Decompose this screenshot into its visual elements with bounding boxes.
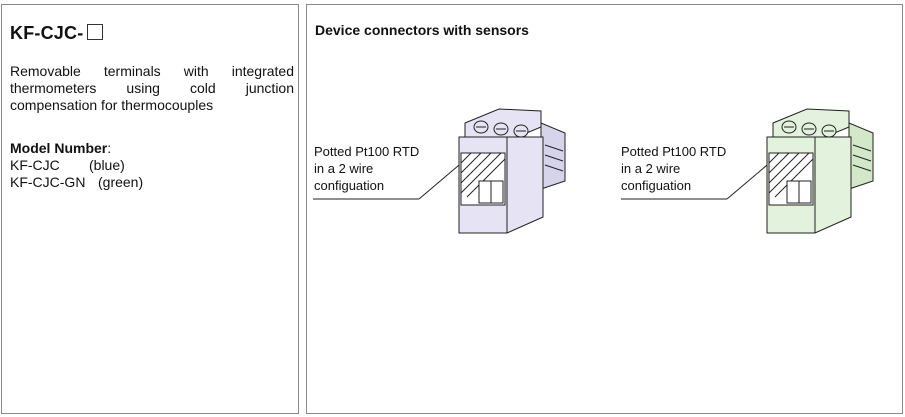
variant-placeholder-box bbox=[87, 24, 104, 40]
label-line: Potted Pt100 RTD bbox=[314, 144, 420, 159]
leader-line bbox=[726, 159, 774, 200]
connectors-section-title: Device connectors with sensors bbox=[315, 22, 529, 38]
model-heading-colon: : bbox=[107, 140, 112, 156]
model-color: (blue) bbox=[89, 157, 125, 173]
label-line: Potted Pt100 RTD bbox=[621, 144, 727, 159]
model-name: KF-CJC bbox=[10, 157, 60, 173]
connector-label-blue: Potted Pt100 RTD in a 2 wire configuatio… bbox=[314, 143, 419, 194]
product-description: Removable terminals with integrated ther… bbox=[10, 63, 294, 113]
connector-body-green bbox=[766, 108, 874, 234]
product-title-text: KF-CJC- bbox=[10, 23, 84, 43]
model-name: KF-CJC-GN bbox=[10, 174, 86, 190]
label-line: configuation bbox=[314, 178, 385, 193]
connector-green-drawing bbox=[621, 108, 874, 234]
model-row: KF-CJC (blue) bbox=[10, 157, 143, 174]
model-color: (green) bbox=[98, 174, 144, 190]
label-line: in a 2 wire bbox=[314, 161, 374, 176]
label-line: in a 2 wire bbox=[621, 161, 681, 176]
device-connectors-panel: Device connectors with sensors Potted Pt… bbox=[306, 4, 903, 414]
connector-label-green: Potted Pt100 RTD in a 2 wire configuatio… bbox=[621, 143, 726, 194]
model-number-heading: Model Number bbox=[10, 140, 108, 156]
model-row: KF-CJC-GN (green) bbox=[10, 174, 143, 191]
product-info-panel: KF-CJC- Removable terminals with integra… bbox=[1, 4, 299, 414]
leader-line bbox=[418, 159, 466, 200]
model-number-section: Model Number: KF-CJC (blue) KF-CJC-GN (gre… bbox=[10, 140, 143, 191]
connector-blue-drawing bbox=[313, 108, 566, 234]
product-title: KF-CJC- bbox=[10, 23, 104, 44]
connector-body-blue bbox=[458, 108, 566, 234]
label-line: configuation bbox=[621, 178, 692, 193]
